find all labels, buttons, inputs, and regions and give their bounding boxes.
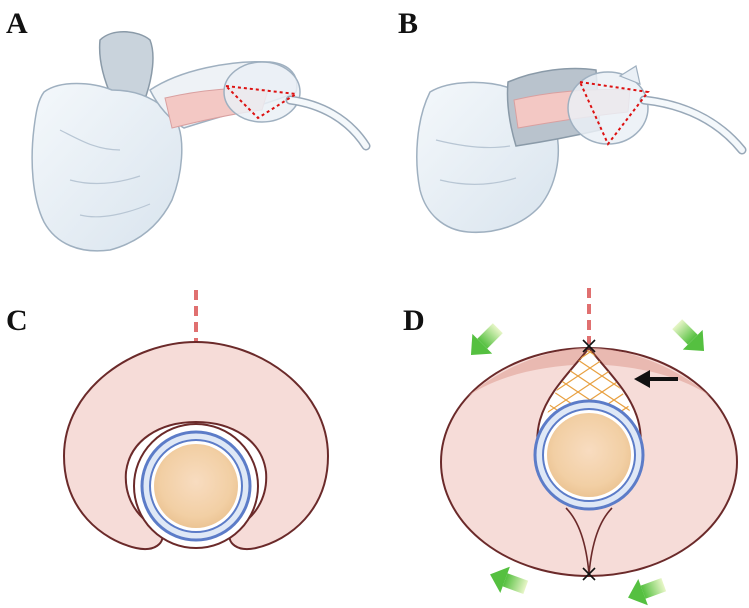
stoma-diagram-d: [440, 288, 738, 606]
x-mark-icon-bottom: [582, 567, 596, 581]
panel-label-d: D: [403, 304, 425, 337]
panel-label-c: C: [6, 304, 28, 337]
arrow-icon-green-bottom-left: [490, 566, 529, 594]
stoma-core-c: [154, 444, 238, 528]
x-mark-icon-top: [582, 339, 596, 353]
panel-label-a: A: [6, 7, 28, 40]
hand-b-illustration: [416, 65, 747, 234]
panel-a: A: [6, 7, 371, 252]
panel-d: D: [403, 288, 738, 606]
skin-outline-c: [62, 340, 330, 550]
panel-c: C: [6, 290, 330, 550]
panel-b: B: [398, 7, 747, 234]
hand-a-illustration: [31, 31, 371, 252]
stoma-core-d: [547, 413, 631, 497]
arrow-icon-green-bottom-right: [628, 578, 667, 606]
panel-label-b: B: [398, 7, 418, 40]
bottom-seam-d: [565, 507, 613, 575]
arrow-icon-green-top-right: [672, 319, 705, 352]
arrow-icon-green-top-left: [470, 323, 503, 356]
stoma-diagram-c: [62, 290, 330, 550]
arrow-icon-black: [634, 370, 678, 388]
